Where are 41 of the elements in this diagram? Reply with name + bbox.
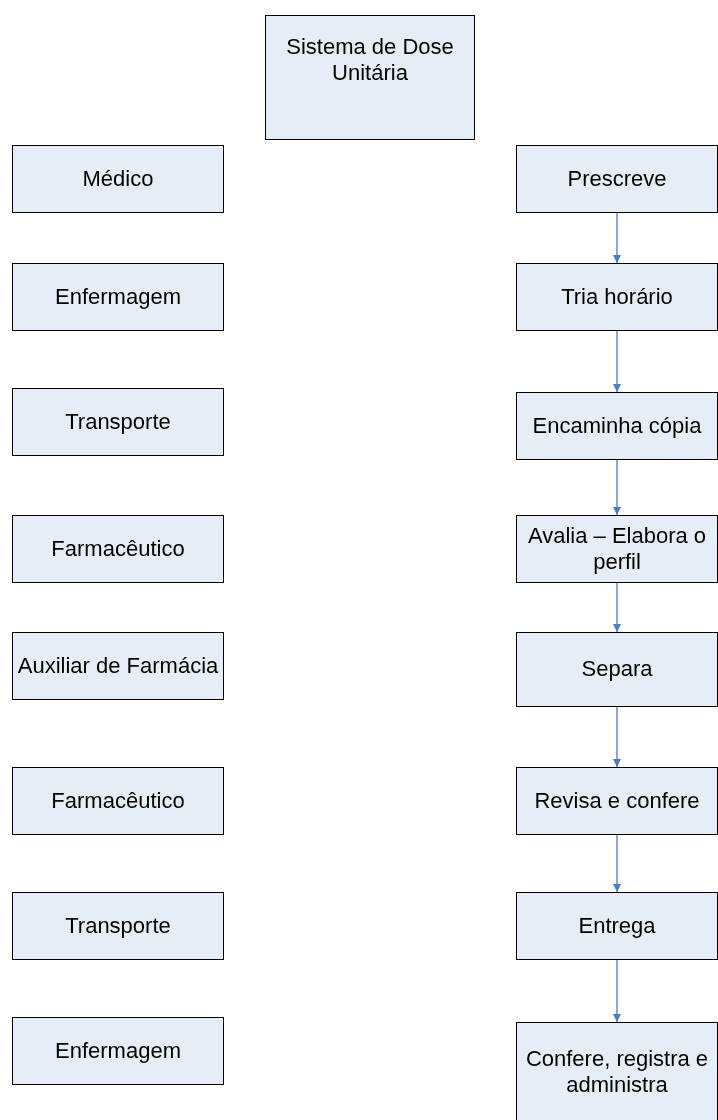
arrow xyxy=(613,706,621,768)
box-label: Encaminha cópia xyxy=(531,412,703,440)
process-box xyxy=(516,392,718,460)
box-label: Transporte xyxy=(64,408,172,436)
process-box xyxy=(516,892,718,960)
box-label: Médico xyxy=(81,165,155,193)
arrow xyxy=(613,212,621,264)
box-label: Auxiliar de Farmácia xyxy=(16,652,220,680)
box-label: Farmacêutico xyxy=(50,787,186,815)
arrow xyxy=(613,959,621,1023)
process-box xyxy=(516,145,718,213)
process-box xyxy=(516,1022,718,1120)
box-label: Sistema de Dose Unitária xyxy=(285,34,455,87)
process-box xyxy=(12,767,224,835)
box-label: Enfermagem xyxy=(54,283,182,311)
box-label: Confere, registra e administra xyxy=(524,1045,710,1099)
process-box xyxy=(12,145,224,213)
process-box xyxy=(516,767,718,835)
process-box xyxy=(516,515,718,583)
arrow xyxy=(613,834,621,893)
box-label: Transporte xyxy=(64,912,172,940)
process-box xyxy=(516,263,718,331)
process-box xyxy=(12,1017,224,1085)
arrow xyxy=(613,459,621,516)
box-label: Tria horário xyxy=(560,283,674,311)
process-box xyxy=(12,892,224,960)
process-box xyxy=(12,515,224,583)
box-label: Farmacêutico xyxy=(50,535,186,563)
box-label: Revisa e confere xyxy=(533,787,701,815)
box-label: Avalia – Elabora o perfil xyxy=(526,522,708,576)
process-box xyxy=(265,15,475,140)
arrow xyxy=(613,582,621,633)
box-label: Entrega xyxy=(577,912,657,940)
process-box xyxy=(516,632,718,707)
box-label: Separa xyxy=(580,656,654,683)
box-label: Prescreve xyxy=(566,165,668,193)
box-label: Enfermagem xyxy=(54,1037,182,1065)
arrow xyxy=(613,330,621,393)
process-box xyxy=(12,632,224,700)
process-box xyxy=(12,263,224,331)
process-box xyxy=(12,388,224,456)
